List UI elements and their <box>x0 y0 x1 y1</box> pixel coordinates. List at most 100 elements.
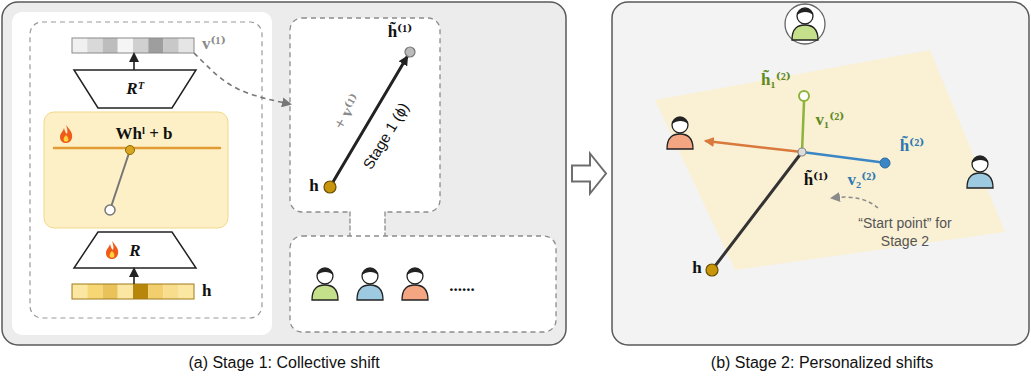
vector-cell <box>148 284 163 299</box>
vector-cell <box>72 284 87 299</box>
vector-label: v₂⁽²⁾ <box>848 170 877 190</box>
person-icon <box>792 8 818 40</box>
person-body <box>792 25 818 40</box>
person-body <box>667 134 693 149</box>
person-body <box>357 285 383 300</box>
user-group-shape <box>290 236 556 332</box>
user-group-box: ...... <box>290 236 556 332</box>
person-head <box>407 268 423 284</box>
vector-label: v⁽¹⁾ <box>202 34 226 54</box>
vector-label: v₁⁽²⁾ <box>816 110 845 130</box>
person-hair <box>362 268 378 275</box>
subspace-plane <box>655 50 1005 270</box>
trainable-icon <box>60 125 72 143</box>
flame-outer <box>60 125 72 143</box>
point-dot <box>405 47 415 57</box>
trainable-icon <box>106 241 118 259</box>
person-head <box>972 156 988 172</box>
flow-arrow <box>133 269 135 284</box>
stage-arrow <box>572 154 606 194</box>
weight-line <box>110 150 130 210</box>
vector-label: h̃₁⁽²⁾ <box>761 70 791 90</box>
person-icon <box>967 156 993 188</box>
flow-arrow <box>133 54 135 70</box>
point-dot <box>105 205 115 215</box>
panel-caption: (b) Stage 2: Personalized shifts <box>711 353 933 372</box>
person-hair <box>972 156 988 163</box>
person-head <box>672 117 688 133</box>
point-dot <box>706 264 718 276</box>
vector-cell <box>133 284 148 299</box>
vector-cell <box>179 284 194 299</box>
vector-outline <box>72 38 194 53</box>
module-area <box>12 12 272 335</box>
person-icon <box>357 268 383 300</box>
person-icon <box>402 268 428 300</box>
user-shift-line <box>802 102 804 152</box>
joint-line <box>349 212 350 236</box>
person-body <box>967 173 993 188</box>
module-outline <box>30 22 262 318</box>
person-hair <box>407 268 423 275</box>
joint-line <box>384 212 385 236</box>
linear-layer-box: Whˡ + b <box>44 112 228 228</box>
shift-label: + v⁽¹⁾ <box>330 91 367 134</box>
stage1-shift-line <box>712 152 802 270</box>
point-dot <box>126 146 135 155</box>
shift-box: h̃⁽¹⁾+ v⁽¹⁾Stage 1 (ϕ)h <box>290 18 440 212</box>
vector-bar: v⁽¹⁾ <box>72 38 194 53</box>
vector-cell <box>87 38 102 53</box>
stage-panel: v⁽¹⁾RᵀWhˡ + bRhh̃⁽¹⁾+ v⁽¹⁾Stage 1 (ϕ)h..… <box>2 2 566 345</box>
panel-shape <box>2 2 566 345</box>
flame-inner <box>110 251 115 258</box>
vector-bar: h <box>72 284 194 299</box>
person-icon <box>667 117 693 149</box>
annotation: “Start point” for Stage 2 <box>843 215 968 250</box>
person-hair <box>317 268 333 275</box>
panel-shape <box>612 2 1029 345</box>
person-body <box>402 285 428 300</box>
joint-fill <box>350 210 385 238</box>
person-head <box>362 268 378 284</box>
flame-outer <box>106 241 118 259</box>
stage-panel: (b) Stage 2: Personalized shiftsh̃₁⁽²⁾v₁… <box>612 2 1029 345</box>
vector-label: h̃⁽¹⁾ <box>804 170 829 190</box>
vector-cell <box>87 284 102 299</box>
vector-cell <box>148 38 163 53</box>
ellipsis: ...... <box>449 276 475 296</box>
person-hair <box>672 117 688 124</box>
trapezoid-shape <box>74 70 196 108</box>
point-dot <box>324 181 336 193</box>
vector-cell <box>103 38 118 53</box>
point-dot <box>880 158 890 168</box>
point-dot <box>799 91 809 101</box>
vector-cell <box>118 284 133 299</box>
formula-label: Whˡ + b <box>115 124 172 144</box>
vector-cell <box>179 38 194 53</box>
vector-cell <box>103 284 118 299</box>
vector-label: h <box>202 281 211 301</box>
vector-cell <box>72 38 87 53</box>
projection-trapezoid: Rᵀ <box>74 70 196 108</box>
person-head <box>317 268 333 284</box>
vector-cell <box>164 38 179 53</box>
flame-inner <box>64 135 69 142</box>
projection-trapezoid: R <box>74 232 196 268</box>
trapezoid-shape <box>74 232 196 268</box>
vector-label: h <box>692 258 701 278</box>
linear-box-shape <box>44 112 228 228</box>
panel-caption: (a) Stage 1: Collective shift <box>188 353 379 372</box>
user-shift-line <box>706 141 802 152</box>
leader-arrow <box>832 197 878 208</box>
vector-label: h̃⁽²⁾ <box>900 136 925 156</box>
hyperplane-line <box>54 147 220 150</box>
vector-label: h <box>309 176 318 196</box>
vector-cell <box>133 38 148 53</box>
dashed-arrow <box>194 53 290 104</box>
person-hair <box>797 8 813 15</box>
point-dot <box>798 148 806 156</box>
matrix-label: R <box>129 241 140 261</box>
